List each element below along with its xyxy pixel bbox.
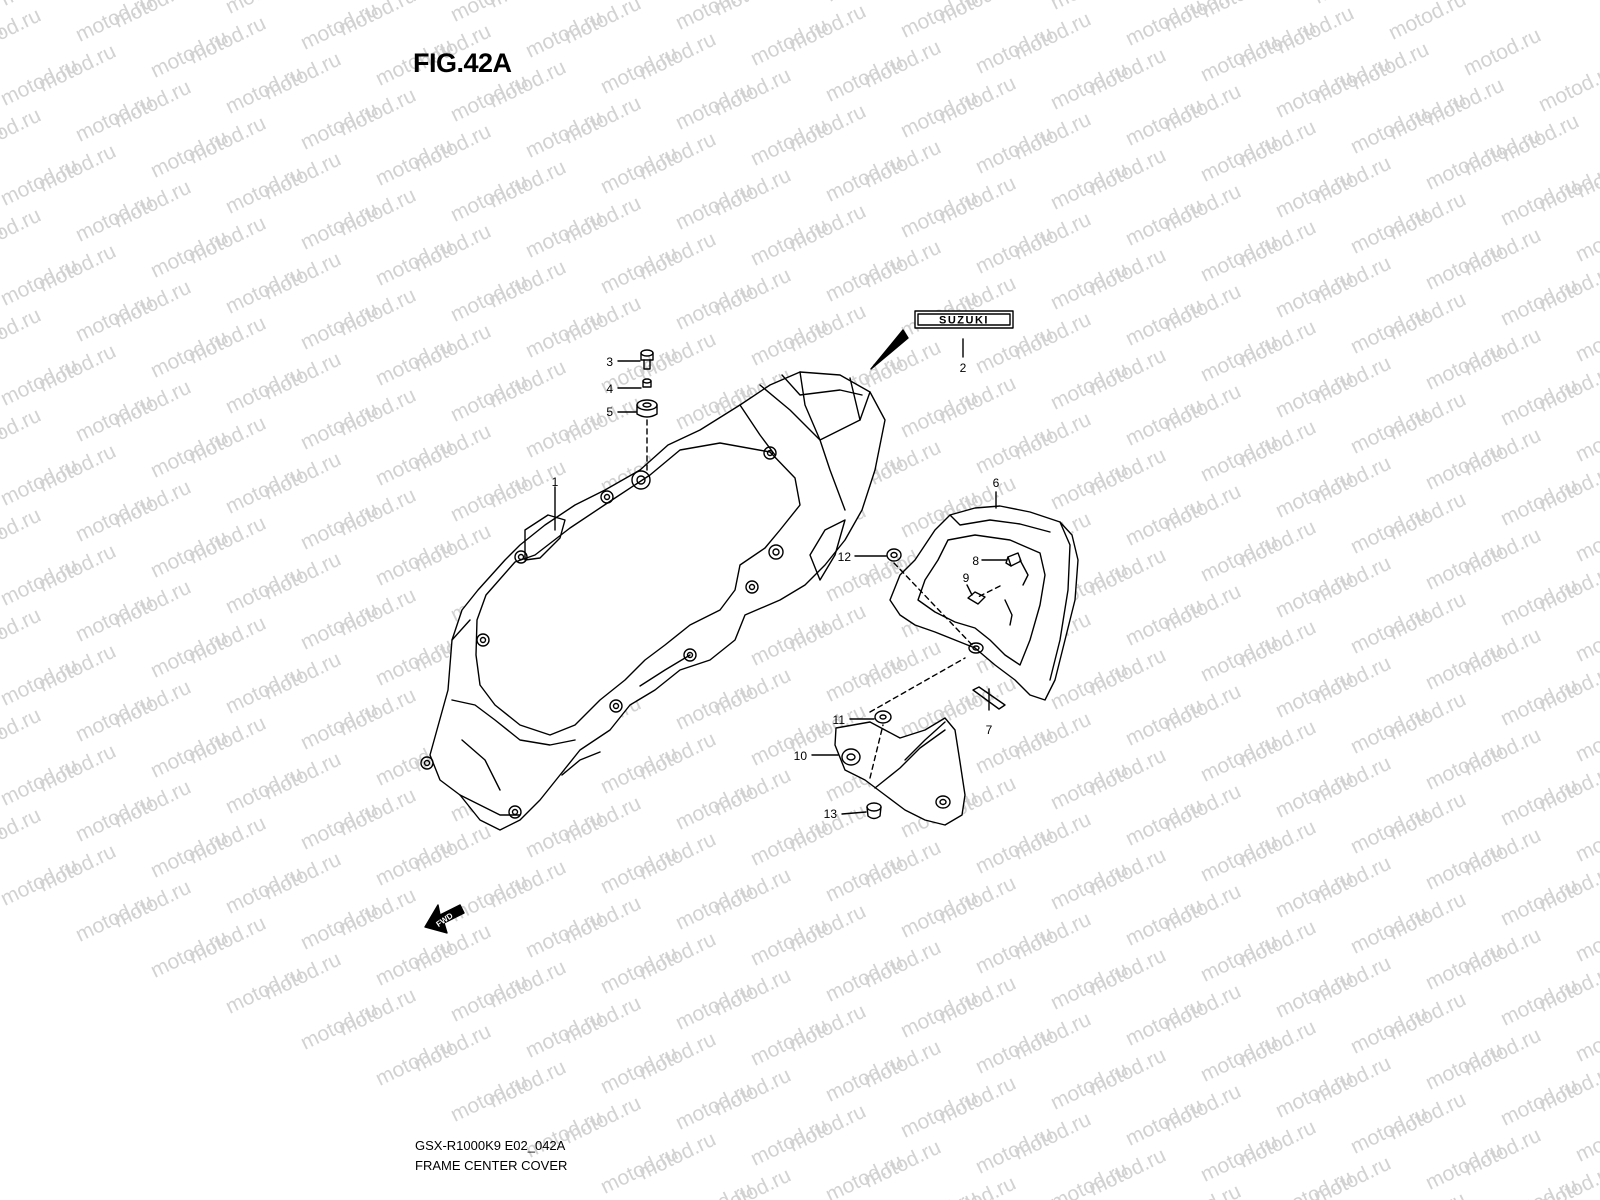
cap-13-part [866,802,882,820]
side-cover-part [889,505,1079,701]
callout-9: 9 [963,571,970,585]
clip-part [1005,552,1022,567]
tape-part [972,686,1006,710]
figure-title: FIG.42A [413,48,512,78]
callout-12: 12 [838,550,852,564]
figure-code: GSX-R1000K9 E02_042A [415,1138,566,1153]
callout-3: 3 [606,355,613,369]
callout-8: 8 [972,554,979,568]
callout-5: 5 [606,405,613,419]
grommet-part [636,399,658,418]
forward-direction-arrow: FWD [424,904,465,934]
washer-11-part [874,710,892,724]
pad-part [967,591,986,605]
callout-1: 1 [552,475,559,489]
callout-6: 6 [993,476,1000,490]
bracket-cover-part [834,717,966,826]
washer-part [642,378,652,388]
figure-name: FRAME CENTER COVER [415,1158,568,1173]
callout-11: 11 [833,713,846,727]
grommet-12-part [886,548,902,562]
frame-center-cover-part [420,371,886,831]
emblem-position-arrow [870,329,909,370]
callout-13: 13 [824,807,838,821]
suzuki-emblem-part: SUZUKI [914,310,1014,329]
callout-2: 2 [960,361,967,375]
callout-4: 4 [606,382,613,396]
callout-7: 7 [986,723,993,737]
screw-part [640,349,654,370]
emblem-text: SUZUKI [939,315,989,327]
callout-10: 10 [794,749,808,763]
